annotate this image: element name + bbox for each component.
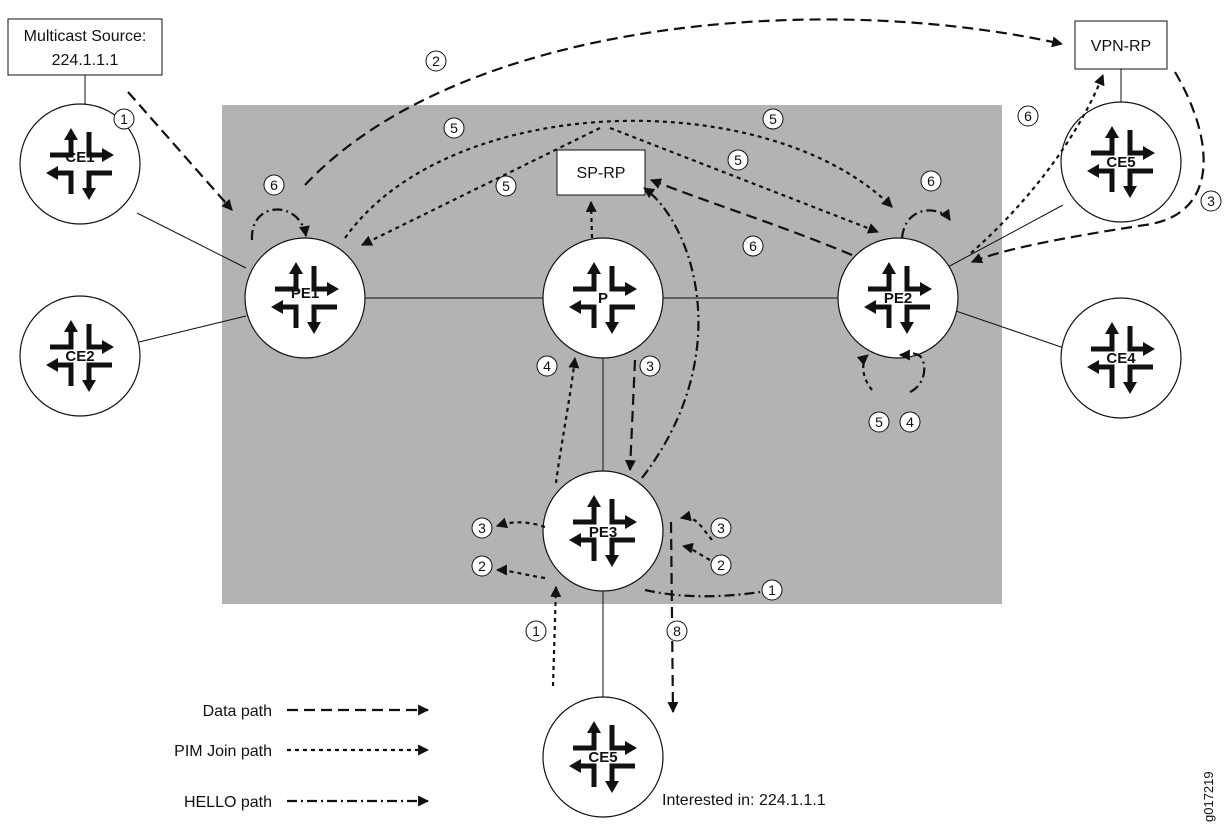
- data-path-pe2-to-sprp: [649, 178, 853, 257]
- svg-text:6: 6: [749, 238, 757, 254]
- join-path-pe3-left-3: [495, 517, 546, 529]
- step-label: 8: [666, 620, 688, 642]
- svg-text:5: 5: [450, 120, 458, 136]
- data-path-ce5-to-vpnrp-to-pe2: [970, 71, 1205, 264]
- data-path-pe1-to-vpnrp: [304, 18, 1064, 186]
- receiver-interest-note: Interested in: 224.1.1.1: [662, 792, 826, 809]
- svg-text:3: 3: [717, 520, 725, 536]
- svg-text:5: 5: [734, 152, 742, 168]
- step-label: 5: [727, 149, 749, 171]
- router-ce5-bottom: CE5: [542, 696, 664, 818]
- join-path-p-to-sprp: [585, 200, 597, 239]
- router-ce2-label: CE2: [65, 348, 94, 365]
- svg-text:6: 6: [927, 173, 935, 189]
- router-p-label: P: [598, 290, 608, 307]
- sp-rp-box: SP-RP: [556, 149, 646, 196]
- router-ce2: CE2: [19, 295, 141, 417]
- physical-links: [84, 69, 1122, 698]
- data-paths: [127, 18, 1205, 714]
- join-path-pe3-left-2: [495, 564, 546, 580]
- hello-path-pe2-loop: [900, 208, 951, 239]
- step-label: 6: [1017, 105, 1039, 127]
- join-path-pe2-to-vpnrp: [970, 73, 1105, 254]
- step-label: 5: [443, 117, 465, 139]
- router-pe1: PE1: [244, 237, 366, 359]
- vpn-rp-box: VPN-RP: [1074, 20, 1168, 70]
- step-label: 3: [471, 517, 493, 539]
- step-label: 3: [1200, 190, 1222, 212]
- router-p: P: [542, 237, 664, 359]
- router-ce5-top-label: CE5: [1106, 154, 1135, 171]
- step-label: 2: [710, 554, 732, 576]
- hello-path-pe2-loop-4: [898, 349, 926, 393]
- svg-text:3: 3: [478, 520, 486, 536]
- join-path-pe3-right-2: [681, 542, 711, 561]
- svg-text:6: 6: [270, 177, 278, 193]
- step-label: 2: [471, 555, 493, 577]
- step-label: 2: [425, 50, 447, 72]
- svg-text:6: 6: [1024, 108, 1032, 124]
- step-label: 1: [525, 620, 547, 642]
- join-path-pe3-to-p: [554, 356, 580, 484]
- data-path-pe3-to-ce5: [667, 521, 679, 714]
- router-ce4-label: CE4: [1106, 350, 1136, 367]
- router-ce4: CE4: [1060, 297, 1182, 419]
- router-ce1: CE1: [19, 103, 141, 225]
- data-path-source-to-pe1: [127, 91, 233, 211]
- svg-text:2: 2: [478, 558, 486, 574]
- step-label: 1: [761, 579, 783, 601]
- svg-text:3: 3: [646, 358, 654, 374]
- svg-text:2: 2: [717, 557, 725, 573]
- svg-text:5: 5: [502, 178, 510, 194]
- svg-text:5: 5: [875, 414, 883, 430]
- router-pe3-label: PE3: [589, 524, 617, 541]
- svg-text:1: 1: [532, 623, 540, 639]
- svg-text:8: 8: [673, 623, 681, 639]
- hello-path-pe1-loop: [250, 208, 310, 241]
- svg-text:3: 3: [1207, 193, 1215, 209]
- legend-hello-label: HELLO path: [184, 794, 272, 811]
- step-label: 6: [742, 235, 764, 257]
- svg-text:4: 4: [906, 414, 914, 430]
- router-pe3: PE3: [542, 470, 664, 592]
- join-path-ce5-to-pe3: [550, 585, 562, 687]
- vpn-rp-label: VPN-RP: [1091, 38, 1151, 55]
- step-label: 3: [639, 355, 661, 377]
- legend: Data path PIM Join path HELLO path: [174, 703, 430, 811]
- multicast-source-label: Multicast Source:: [24, 28, 147, 45]
- router-ce5-bottom-label: CE5: [588, 749, 617, 766]
- router-pe2: PE2: [837, 237, 959, 359]
- router-pe1-label: PE1: [291, 285, 319, 302]
- svg-text:5: 5: [769, 111, 777, 127]
- step-label: 6: [920, 170, 942, 192]
- svg-text:2: 2: [432, 53, 440, 69]
- legend-pim-join-label: PIM Join path: [174, 743, 272, 760]
- step-labels: 1 2 5 5 5 5 6 6 6 6 3 4 3 5 4 3 2 3 2 1 …: [113, 50, 1222, 642]
- hello-path-pe3-to-1: [644, 588, 761, 598]
- legend-data-path-label: Data path: [203, 703, 272, 720]
- svg-text:1: 1: [768, 582, 776, 598]
- router-ce1-label: CE1: [65, 149, 94, 166]
- step-label: 5: [868, 411, 890, 433]
- data-path-p-to-pe3: [624, 359, 637, 472]
- multicast-source-group: 224.1.1.1: [52, 52, 119, 69]
- router-ce5-top: CE5: [1060, 101, 1182, 223]
- step-label: 4: [536, 355, 558, 377]
- hello-paths: [250, 187, 951, 598]
- step-label: 3: [710, 517, 732, 539]
- figure-id: g017219: [1201, 771, 1216, 822]
- router-pe2-label: PE2: [884, 290, 912, 307]
- step-label: 4: [899, 411, 921, 433]
- step-label: 6: [263, 174, 285, 196]
- sp-rp-label: SP-RP: [577, 165, 626, 182]
- step-label: 5: [495, 175, 517, 197]
- svg-text:1: 1: [120, 111, 128, 127]
- multicast-source-box: Multicast Source: 224.1.1.1: [7, 18, 163, 76]
- svg-text:4: 4: [543, 358, 551, 374]
- step-label: 1: [113, 108, 135, 130]
- pim-join-paths: [344, 73, 1105, 687]
- step-label: 5: [762, 108, 784, 130]
